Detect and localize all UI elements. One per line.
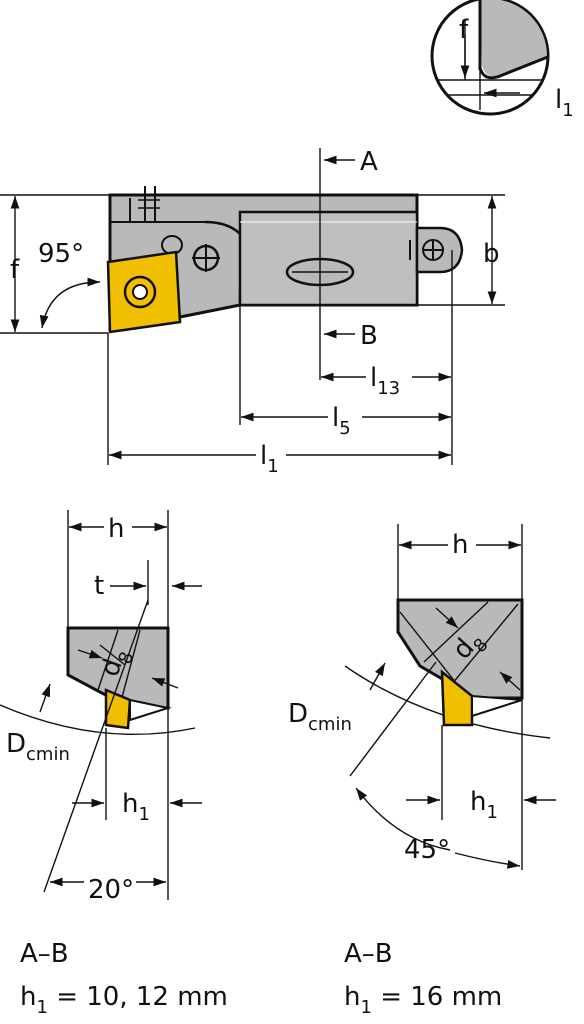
left-caption-value: h1 = 10, 12 mm xyxy=(20,982,228,1018)
right-h1-label: h1 xyxy=(470,787,498,823)
left-dcmin-label: Dcmin xyxy=(6,729,70,765)
captions: A–B h1 = 10, 12 mm A–B h1 = 16 mm xyxy=(20,939,502,1018)
detail-view: f l1 xyxy=(430,0,574,121)
section-left: h t d8 Dcmin h1 20° xyxy=(0,510,202,905)
side-view: A B f 95° b l13 l5 l1 xyxy=(0,147,505,477)
b-label: b xyxy=(483,239,500,269)
left-h-label: h xyxy=(108,514,124,544)
section-right: h d8 Dcmin h1 45° xyxy=(288,524,556,870)
right-caption-title: A–B xyxy=(344,939,393,969)
l13-label: l13 xyxy=(370,363,400,399)
angle-45-label: 45° xyxy=(404,835,450,865)
right-dcmin-label: Dcmin xyxy=(288,699,352,735)
detail-f-label: f xyxy=(459,15,469,45)
angle-20-label: 20° xyxy=(88,875,134,905)
left-caption-title: A–B xyxy=(20,939,69,969)
angle-95-label: 95° xyxy=(38,239,84,269)
section-a-label: A xyxy=(360,147,378,177)
left-h1-label: h1 xyxy=(122,789,150,825)
right-h-label: h xyxy=(452,530,468,560)
l5-label: l5 xyxy=(332,403,351,439)
detail-l1-label: l1 xyxy=(555,85,574,121)
section-b-label: B xyxy=(360,321,378,351)
left-t-label: t xyxy=(94,571,104,601)
l1-label: l1 xyxy=(260,441,279,477)
side-f-label: f xyxy=(10,255,20,285)
right-caption-value: h1 = 16 mm xyxy=(344,982,502,1018)
